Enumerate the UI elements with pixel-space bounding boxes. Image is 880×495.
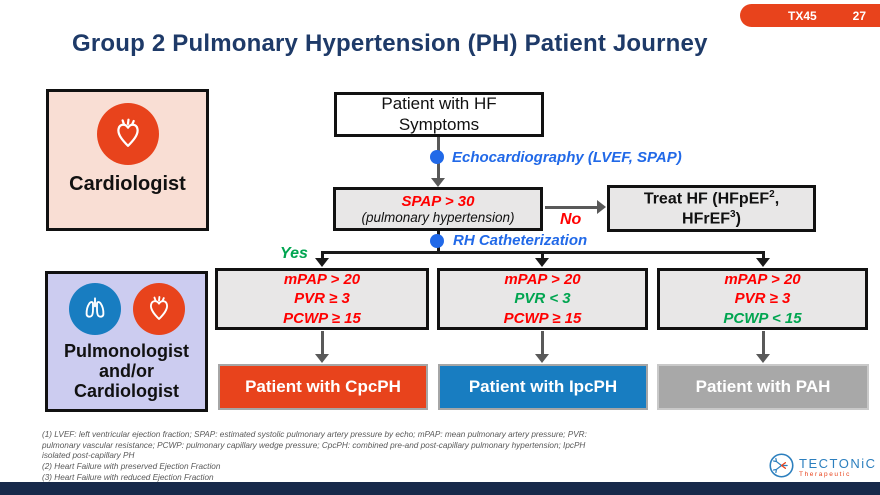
criteria-box-cpcph: mPAP > 20 PVR ≥ 3 PCWP ≥ 15 (215, 268, 429, 330)
badge-label: TX45 (788, 8, 817, 23)
arrowhead-down-icon (431, 178, 445, 187)
arrowhead-down-icon (756, 258, 770, 267)
yes-label: Yes (280, 245, 308, 262)
logo-wordmark: TECTONiC (799, 456, 877, 472)
slide-tag-badge: TX45 27 (740, 4, 880, 27)
echocardiography-label: Echocardiography (LVEF, SPAP) (452, 149, 682, 166)
heart-icon (96, 103, 159, 165)
arrowhead-down-icon (535, 258, 549, 267)
branch-drop-2 (541, 251, 544, 259)
pulmonologist-box: Pulmonologist and/or Cardiologist (45, 271, 208, 412)
heart-icon (132, 283, 185, 335)
outcome-cpcph: Patient with CpcPH (218, 364, 428, 410)
connector-spap-treat (545, 206, 598, 209)
footnote-3: (3) Heart Failure with reduced Ejection … (42, 472, 214, 482)
outcome-pah: Patient with PAH (657, 364, 869, 410)
footnote-2: (2) Heart Failure with preserved Ejectio… (42, 461, 221, 471)
pulmonologist-label: Pulmonologist and/or Cardiologist (64, 341, 189, 402)
footnote-1: (1) LVEF: left ventricular ejection frac… (42, 430, 587, 461)
branch-drop-1 (321, 251, 324, 259)
rh-catheterization-label: RH Catheterization (453, 232, 588, 249)
tectonic-logo: TECTONiC Therapeutic (768, 452, 876, 484)
arrowhead-down-icon (756, 354, 770, 363)
arrowhead-down-icon (315, 258, 329, 267)
node-spap-30: SPAP > 30 (pulmonary hypertension) (333, 187, 543, 231)
footnotes: (1) LVEF: left ventricular ejection frac… (42, 430, 600, 483)
echo-step-dot (430, 150, 444, 164)
arrowhead-right-icon (597, 200, 606, 214)
criteria-box-ipcph: mPAP > 20 PVR < 3 PCWP ≥ 15 (437, 268, 648, 330)
page-number: 27 (852, 8, 866, 23)
rhc-step-dot (430, 234, 444, 248)
arrowhead-down-icon (315, 354, 329, 363)
cardiologist-box: Cardiologist (46, 89, 209, 231)
node-patient-hf-symptoms: Patient with HF Symptoms (334, 92, 544, 137)
arrowhead-down-icon (535, 354, 549, 363)
page-title: Group 2 Pulmonary Hypertension (PH) Pati… (72, 30, 708, 57)
outcome-ipcph: Patient with IpcPH (438, 364, 648, 410)
node-treat-hf: Treat HF (HFpEF2, HFrEF3) (607, 185, 816, 232)
cardiologist-label: Cardiologist (69, 173, 186, 195)
connector-crit-outcome-3 (762, 331, 765, 355)
lungs-icon (68, 283, 121, 335)
tectonic-logo-icon (768, 452, 795, 484)
bottom-bar (0, 482, 880, 495)
criteria-box-pah: mPAP > 20 PVR ≥ 3 PCWP < 15 (657, 268, 868, 330)
branch-drop-3 (762, 251, 765, 259)
logo-subtitle: Therapeutic (799, 471, 851, 479)
role-icons (48, 283, 205, 335)
no-label: No (560, 211, 582, 228)
connector-crit-outcome-1 (321, 331, 324, 355)
connector-crit-outcome-2 (541, 331, 544, 355)
